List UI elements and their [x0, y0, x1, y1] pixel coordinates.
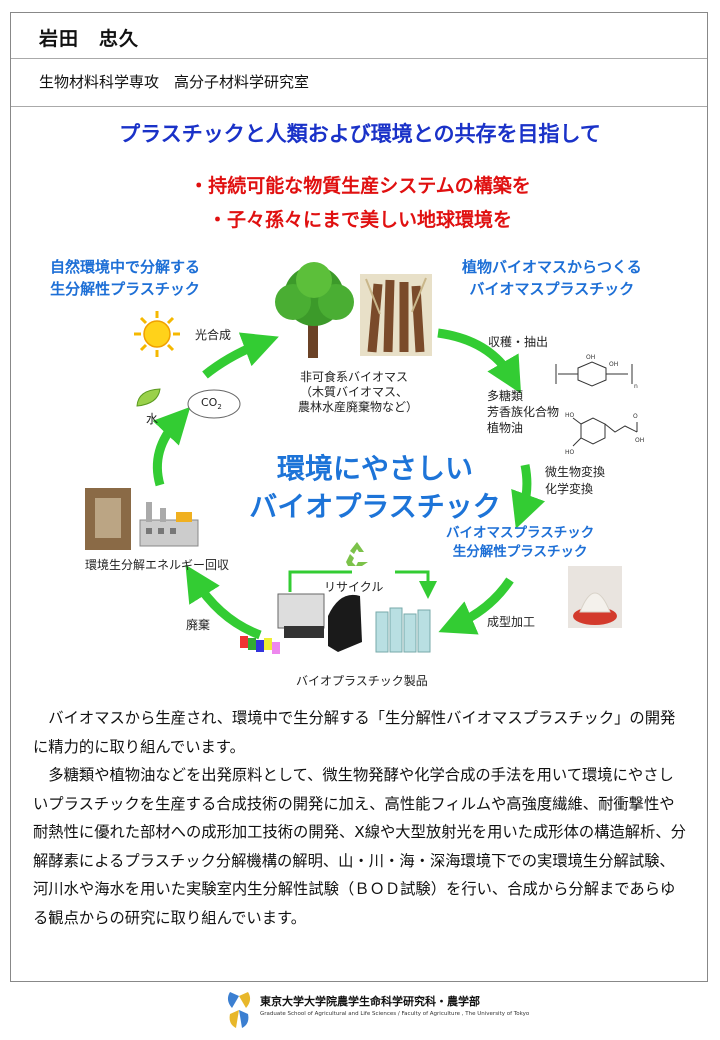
products-label: 多糖類 芳香族化合物 植物油 [487, 388, 559, 436]
svg-text:HO: HO [565, 412, 575, 419]
arrow-recycle-left [288, 570, 352, 592]
arrow-harvest [437, 328, 522, 394]
center-slogan: 環境にやさしい バイオプラスチック [240, 450, 510, 526]
conversion-line-2: 化学変換 [545, 482, 594, 496]
subtitle-2: ・子々孫々にまで美しい地球環境を [207, 209, 512, 231]
arrow-conversion [511, 464, 546, 529]
svg-text:HO: HO [565, 449, 575, 456]
conversion-label: 微生物変換 化学変換 [545, 464, 605, 498]
right-heading: 植物バイオマスからつくる バイオマスプラスチック [462, 256, 642, 300]
department-row: 生物材料科学専攻 高分子材料学研究室 [11, 58, 707, 107]
co2-subscript: 2 [217, 403, 222, 412]
arrow-recycle-right [395, 570, 437, 599]
leaf-icon [136, 388, 161, 407]
svg-text:OH: OH [635, 437, 644, 444]
bioplastic-type-2: 生分解性プラスチック [452, 544, 588, 560]
right-heading-line-1: 植物バイオマスからつくる [462, 258, 642, 276]
sun-icon [134, 311, 180, 357]
molding-label: 成型加工 [487, 615, 536, 629]
center-slogan-line-2: バイオプラスチック [249, 490, 501, 523]
pellets-photo [568, 566, 622, 628]
conversion-line-1: 微生物変換 [545, 465, 606, 479]
left-heading-line-2: 生分解性プラスチック [50, 280, 200, 298]
recycle-label: リサイクル [324, 580, 384, 594]
profile-frame: 岩田 忠久 生物材料科学専攻 高分子材料学研究室 [10, 12, 708, 982]
university-ginkgo-logo-icon [227, 992, 251, 1028]
svg-text:O: O [633, 413, 638, 420]
polysaccharide-structure-icon: OH OH n [555, 354, 638, 390]
name-row: 岩田 忠久 [11, 13, 707, 59]
bioplastic-types: バイオマスプラスチック 生分解性プラスチック [446, 524, 594, 562]
products-line-2: 芳香族化合物 [487, 405, 560, 419]
aromatic-structure-icon: HO HO O OH [565, 412, 644, 456]
water-label: 水 [146, 412, 159, 426]
subtitle-1: ・持続可能な物質生産システムの構築を [189, 175, 531, 197]
footer: 東京大学大学院農学生命科学研究科・農学部 Graduate School of … [220, 990, 529, 1030]
center-slogan-line-1: 環境にやさしい [276, 452, 473, 485]
biomass-line-1: 非可食系バイオマス [299, 370, 408, 384]
degradation-sample-photo [85, 488, 131, 550]
arrow-energy [152, 406, 191, 487]
harvest-label: 収穫・抽出 [488, 335, 549, 349]
products-line-1: 多糖類 [487, 389, 524, 403]
photosynthesis-label: 光合成 [195, 328, 232, 342]
description-paragraph-2: 多糖類や植物油などを出発原料として、微生物発酵や化学合成の手法を用いて環境にやさ… [33, 766, 686, 927]
tree-icon [275, 262, 354, 358]
bioplastic-products-photo [240, 593, 431, 654]
bioplastic-type-1: バイオマスプラスチック [446, 525, 595, 541]
energy-recovery-label: 環境生分解エネルギー回収 [85, 558, 230, 572]
biomass-line-3: 農林水産廃棄物など） [298, 400, 419, 414]
left-heading-line-1: 自然環境中で分解する [50, 258, 201, 276]
arrow-photosynthesis [202, 332, 279, 379]
biomass-line-2: （木質バイオマス、 [299, 385, 408, 399]
description-paragraph-1: バイオマスから生産され、環境中で生分解する「生分解性バイオマスプラスチック」の開… [33, 709, 676, 756]
left-heading: 自然環境中で分解する 生分解性プラスチック [50, 256, 200, 300]
right-heading-line-2: バイオマスプラスチック [469, 280, 635, 298]
biomass-label: 非可食系バイオマス （木質バイオマス、 農林水産廃棄物など） [298, 370, 419, 415]
department-label: 生物材料科学専攻 高分子材料学研究室 [39, 73, 310, 91]
co2-cloud-icon [187, 389, 241, 419]
footer-english: Graduate School of Agricultural and Life… [260, 1011, 530, 1017]
products-line-3: 植物油 [487, 421, 524, 435]
factory-icon [139, 502, 199, 547]
recycle-icon [346, 542, 368, 566]
main-title: プラスチックと人類および環境との共存を目指して [119, 122, 601, 146]
footer-japanese: 東京大学大学院農学生命科学研究科・農学部 [260, 995, 480, 1008]
co2-text: CO [201, 396, 218, 409]
svg-text:OH: OH [586, 354, 595, 361]
co2-label: CO2 [201, 396, 222, 411]
corn-photo [360, 274, 432, 356]
products-photo-label: バイオプラスチック製品 [296, 674, 428, 688]
waste-label: 廃棄 [186, 618, 211, 632]
arrow-molding [438, 577, 514, 635]
description-body: バイオマスから生産され、環境中で生分解する「生分解性バイオマスプラスチック」の開… [33, 704, 688, 932]
arrow-waste [185, 564, 262, 640]
svg-text:n: n [634, 383, 638, 390]
researcher-name: 岩田 忠久 [39, 28, 140, 50]
svg-text:OH: OH [609, 361, 618, 368]
